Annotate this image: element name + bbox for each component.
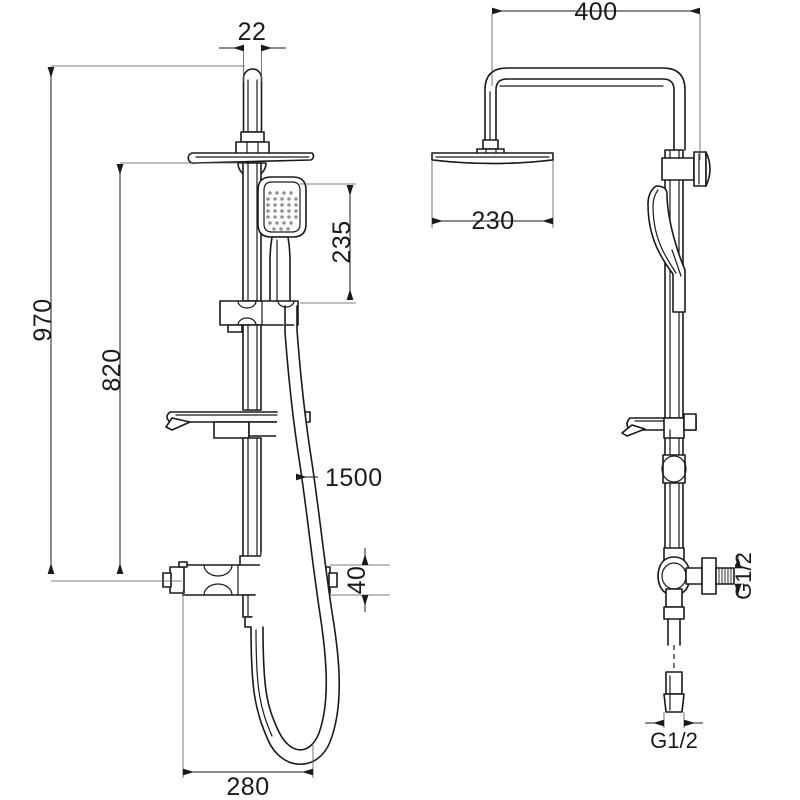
dimension-label-235: 235 bbox=[328, 220, 356, 263]
rain-head-mount bbox=[235, 131, 270, 155]
dimension-22: 22 bbox=[219, 18, 286, 82]
dimension-label-g12-inlet: G1/2 bbox=[731, 552, 756, 600]
dimension-235: 235 bbox=[300, 183, 356, 304]
hand-shower-side bbox=[257, 176, 307, 304]
shower-arm-front bbox=[484, 67, 686, 151]
riser-top-pipe bbox=[242, 68, 263, 133]
dimension-label-1500: 1500 bbox=[325, 464, 383, 492]
dimension-820: 820 bbox=[98, 162, 246, 574]
wall-bracket-front bbox=[661, 151, 711, 187]
riser-rail-mid bbox=[242, 324, 262, 411]
dimension-label-400: 400 bbox=[574, 0, 617, 26]
dimension-label-820: 820 bbox=[98, 348, 126, 391]
hose-collar-front bbox=[661, 454, 687, 484]
soap-shelf-front bbox=[621, 413, 697, 439]
mixer-valve-front bbox=[657, 547, 735, 620]
dimension-label-g12-outlet: G1/2 bbox=[650, 728, 698, 753]
dimension-label-970: 970 bbox=[29, 298, 57, 341]
dimension-40: 40 bbox=[330, 548, 390, 612]
dimension-label-230: 230 bbox=[471, 207, 514, 235]
hand-shower-front bbox=[647, 185, 686, 313]
shower-hose-side bbox=[250, 305, 341, 765]
dimension-400: 400 bbox=[491, 0, 701, 160]
front-view-product bbox=[431, 67, 735, 713]
dimension-g12-inlet: G1/2 bbox=[731, 552, 756, 600]
side-view-product bbox=[162, 68, 341, 765]
dimension-g12-outlet: G1/2 bbox=[645, 712, 703, 753]
dimension-label-22: 22 bbox=[238, 18, 267, 46]
thread-hatching bbox=[718, 568, 732, 584]
dimension-label-40: 40 bbox=[343, 566, 371, 595]
front-view-dimensions: 400 230 G1/2 G1/2 bbox=[431, 0, 756, 753]
dimension-970: 970 bbox=[29, 65, 245, 582]
dimension-label-280: 280 bbox=[226, 773, 269, 800]
spray-holes bbox=[266, 191, 298, 231]
dimension-280: 280 bbox=[182, 590, 314, 800]
dimension-230: 230 bbox=[431, 160, 554, 235]
dimension-1500: 1500 bbox=[296, 464, 383, 492]
rain-shower-head-front bbox=[431, 152, 554, 165]
hose-drop-front bbox=[663, 618, 685, 713]
side-view-dimensions: 22 970 820 235 1500 bbox=[29, 18, 390, 800]
riser-rail-lower bbox=[239, 437, 265, 567]
